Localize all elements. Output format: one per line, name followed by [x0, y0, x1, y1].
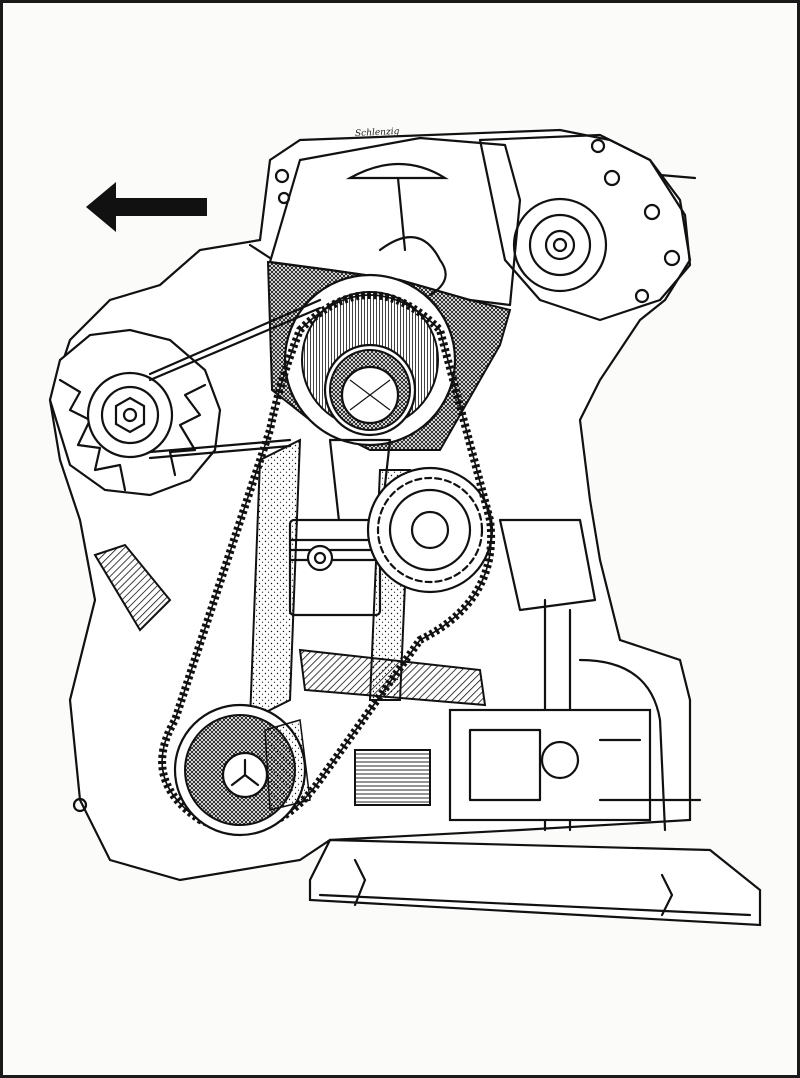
carburetor: [448, 708, 702, 822]
intake-pipe: [93, 518, 667, 832]
water-pump-pulley: [366, 466, 494, 594]
camshaft-pulley: [283, 273, 457, 447]
oil-pan: [72, 797, 762, 927]
engine-block: [48, 128, 697, 882]
arrow-left-icon: [86, 182, 207, 232]
alternator: [48, 328, 222, 497]
crankshaft-pulley: [173, 703, 311, 837]
piston-assembly: [248, 438, 412, 722]
